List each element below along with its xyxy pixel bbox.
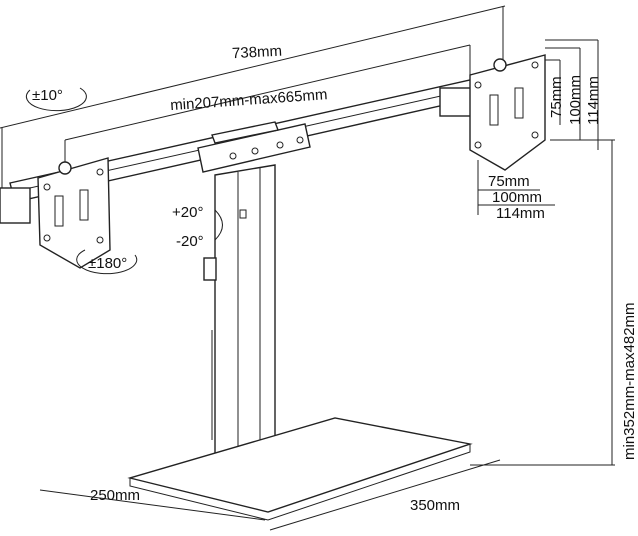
vesa-horizontal-100: 100mm	[492, 189, 542, 206]
base	[127, 417, 473, 521]
vesa-vertical-114: 114mm	[585, 76, 602, 125]
base-width-label: 350mm	[410, 497, 460, 514]
vesa-vertical-75: 75mm	[548, 76, 565, 118]
swivel-label: ±10°	[32, 87, 63, 104]
base-depth-label: 250mm	[90, 487, 140, 504]
height-range-label: min352mm-max482mm	[621, 302, 638, 460]
rotate-arrow-icon	[76, 249, 138, 275]
rotation-labels: ±10° +20° -20° ±180°	[25, 87, 223, 275]
vesa-horizontal-114: 114mm	[496, 205, 545, 222]
vesa-dimensions: 75mm 100mm 114mm 75mm 100mm 114mm	[477, 39, 602, 222]
tilt-arrow-icon	[214, 209, 223, 241]
overall-width-dimension: 738mm	[0, 5, 506, 190]
tilt-down-label: -20°	[176, 233, 204, 250]
tilt-up-label: +20°	[172, 204, 203, 221]
height-dimension: min352mm-max482mm	[470, 139, 638, 466]
swivel-arrow-icon	[25, 87, 87, 112]
rotate-label: ±180°	[88, 255, 127, 272]
left-vesa-plate	[0, 157, 111, 269]
overall-width-label: 738mm	[232, 43, 283, 63]
vesa-vertical-100: 100mm	[567, 75, 584, 125]
base-dimensions: 250mm 350mm	[39, 459, 501, 531]
arm-span-label: min207mm-max665mm	[170, 86, 328, 114]
column	[203, 164, 276, 456]
vesa-horizontal-75: 75mm	[488, 173, 530, 190]
right-vesa-plate	[469, 54, 546, 171]
